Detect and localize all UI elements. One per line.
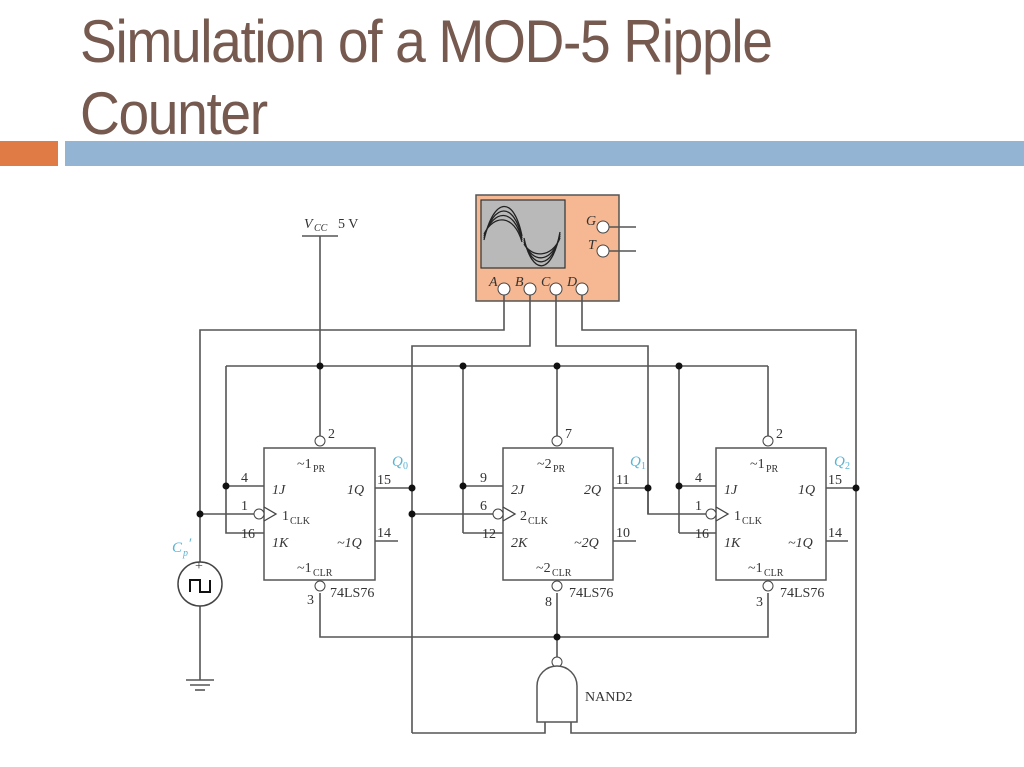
ff0-j-label: 1J — [272, 483, 286, 498]
ff1-clk-sub: CLK — [528, 516, 549, 527]
scope-control-g-terminal[interactable] — [596, 220, 610, 234]
ff0-pin-pr: 2 — [328, 427, 335, 442]
scope-input-d-label: D — [566, 275, 577, 290]
vcc-supply: V CC 5 V — [304, 217, 358, 234]
oscilloscope: G T A B C D — [475, 194, 636, 302]
ff2-pin-k: 16 — [695, 527, 709, 542]
scope-input-c-terminal[interactable] — [549, 282, 563, 296]
scope-input-b-label: B — [515, 275, 524, 290]
ff1-qn-label: ~2Q — [574, 536, 599, 551]
ff1-pin-k: 12 — [482, 527, 496, 542]
junction-dots — [196, 362, 860, 641]
scope-input-a-label: A — [488, 275, 498, 290]
ff2-pr-sub: PR — [766, 464, 779, 475]
ff2-clr-label: ~1 — [748, 561, 763, 576]
ff1-pin-j: 9 — [480, 471, 487, 486]
clock-source: C p ′ + — [172, 536, 223, 607]
scope-input-c-label: C — [541, 275, 551, 290]
ff2-pin-qn: 14 — [828, 526, 842, 541]
ff1-clk-label: 2 — [520, 509, 527, 524]
ff2-pin-clk: 1 — [695, 499, 702, 514]
vcc-value: 5 V — [338, 217, 358, 232]
flip-flop-0: 2 ~1 PR 4 1J 1 1 CLK 16 1K 1Q 15 ~1Q 14 … — [241, 427, 408, 608]
slide-title-line2: Counter — [80, 80, 268, 147]
ff2-pin-clr: 3 — [756, 595, 763, 610]
ff2-pin-q: 15 — [828, 473, 842, 488]
ff0-clk-label: 1 — [282, 509, 289, 524]
ff1-pin-clk: 6 — [480, 499, 487, 514]
wires — [186, 235, 857, 734]
ff1-pin-qn: 10 — [616, 526, 630, 541]
ff2-pin-pr: 2 — [776, 427, 783, 442]
scope-control-g-label: G — [586, 214, 596, 229]
ff0-pin-q: 15 — [377, 473, 391, 488]
slide-title: Simulation of a MOD-5 Ripple Counter — [80, 6, 926, 150]
ff1-clr-label: ~2 — [536, 561, 551, 576]
ff0-part-label: 74LS76 — [330, 586, 374, 601]
ff0-pin-clr: 3 — [307, 593, 314, 608]
scope-screen — [480, 199, 566, 269]
ff2-part-label: 74LS76 — [780, 586, 824, 601]
scope-waveform-icon — [483, 205, 561, 267]
ff0-pin-clk: 1 — [241, 499, 248, 514]
nand-gate: NAND2 — [536, 656, 632, 723]
ff2-output-sub: 2 — [845, 461, 850, 472]
ff1-j-label: 2J — [511, 483, 525, 498]
ff0-q-label: 1Q — [347, 483, 364, 498]
scope-control-t-terminal[interactable] — [596, 244, 610, 258]
ff1-pr-sub: PR — [553, 464, 566, 475]
clock-label-prime: ′ — [188, 536, 192, 552]
ff0-clr-label: ~1 — [297, 561, 312, 576]
clock-label: C — [172, 540, 183, 556]
clock-label-sub: p — [182, 548, 188, 559]
ff0-pr-label: ~1 — [297, 457, 312, 472]
nand-gate-label: NAND2 — [585, 690, 632, 705]
ff2-pr-label: ~1 — [750, 457, 765, 472]
scope-input-a-terminal[interactable] — [497, 282, 511, 296]
ff2-clk-sub: CLK — [742, 516, 763, 527]
ff1-pr-label: ~2 — [537, 457, 552, 472]
scope-control-t-label: T — [588, 238, 597, 253]
ff2-output-label: Q — [834, 454, 845, 470]
accent-bar-orange — [0, 141, 58, 166]
ff1-output-label: Q — [630, 454, 641, 470]
ff2-clk-label: 1 — [734, 509, 741, 524]
ff1-clr-sub: CLR — [552, 568, 572, 579]
ff0-pr-sub: PR — [313, 464, 326, 475]
ff2-k-label: 1K — [724, 536, 741, 551]
ff0-clk-sub: CLK — [290, 516, 311, 527]
ff0-k-label: 1K — [272, 536, 289, 551]
ff1-part-label: 74LS76 — [569, 586, 613, 601]
clock-polarity: + — [195, 559, 203, 574]
scope-input-d-terminal[interactable] — [575, 282, 589, 296]
vcc-label: V — [304, 217, 314, 232]
flip-flop-2: 2 ~1 PR 4 1J 1 1 CLK 16 1K 1Q 15 ~1Q 14 … — [695, 427, 850, 610]
ff1-pin-clr: 8 — [545, 595, 552, 610]
ff0-pin-j: 4 — [241, 471, 248, 486]
ff0-qn-label: ~1Q — [337, 536, 362, 551]
accent-bar-blue — [65, 141, 1024, 166]
ff1-k-label: 2K — [511, 536, 528, 551]
ff1-pin-pr: 7 — [565, 427, 572, 442]
ff2-j-label: 1J — [724, 483, 738, 498]
vcc-label-sub: CC — [314, 223, 328, 234]
ff0-clr-sub: CLR — [313, 568, 333, 579]
ff0-pin-k: 16 — [241, 527, 255, 542]
flip-flop-1: 7 ~2 PR 9 2J 6 2 CLK 12 2K 2Q 11 ~2Q 10 … — [480, 427, 646, 610]
square-wave-icon — [189, 579, 211, 593]
ff1-pin-q: 11 — [616, 473, 629, 488]
ff0-pin-qn: 14 — [377, 526, 391, 541]
slide-title-line1: Simulation of a MOD-5 Ripple — [80, 8, 773, 75]
ff2-qn-label: ~1Q — [788, 536, 813, 551]
nand-gate-body — [536, 665, 578, 723]
ff2-pin-j: 4 — [695, 471, 702, 486]
ff1-output-sub: 1 — [641, 461, 646, 472]
ff2-clr-sub: CLR — [764, 568, 784, 579]
ff0-output-sub: 0 — [403, 461, 408, 472]
scope-input-b-terminal[interactable] — [523, 282, 537, 296]
ff0-output-label: Q — [392, 454, 403, 470]
ff2-q-label: 1Q — [798, 483, 815, 498]
ff1-q-label: 2Q — [584, 483, 601, 498]
